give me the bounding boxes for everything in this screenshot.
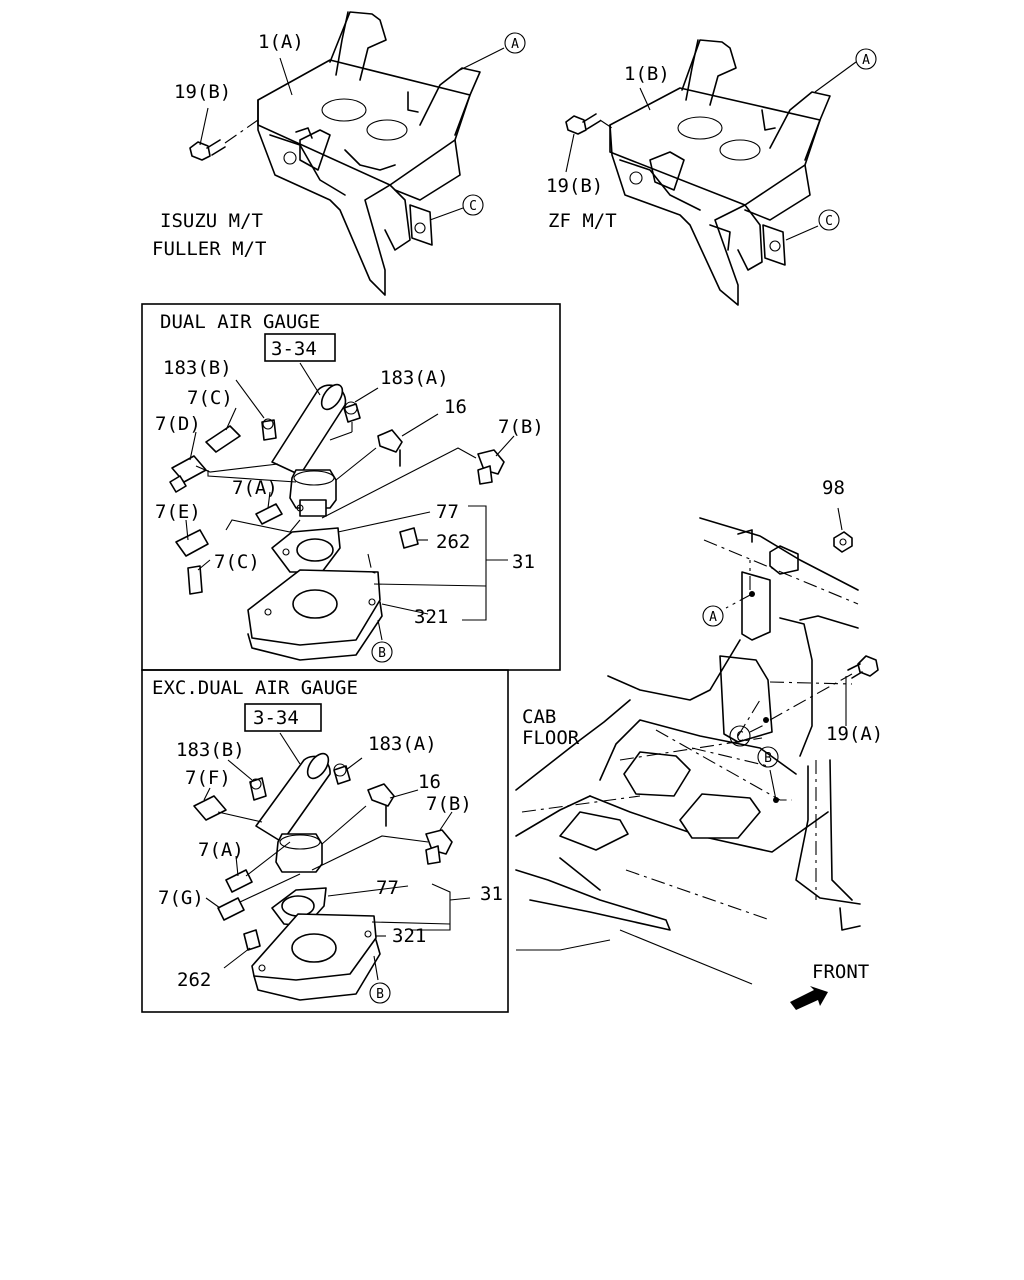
exc-7a: 7(A) bbox=[198, 839, 244, 861]
labels: 1(A) 19(B) ISUZU M/T FULLER M/T 1(B) 19(… bbox=[152, 31, 883, 991]
dual-ref-box: 3-34 bbox=[271, 338, 317, 360]
exc-ref-box: 3-34 bbox=[253, 707, 299, 729]
dual-gauge-assembly bbox=[169, 333, 515, 661]
dual-183b: 183(B) bbox=[163, 357, 232, 379]
note-fuller: FULLER M/T bbox=[152, 238, 266, 260]
dual-7e: 7(E) bbox=[155, 501, 201, 523]
dual-262: 262 bbox=[436, 531, 470, 553]
dual-7b: 7(B) bbox=[498, 416, 544, 438]
exc-dual-air-gauge-panel bbox=[141, 669, 509, 1013]
exc-16: 16 bbox=[418, 771, 441, 793]
exc-31: 31 bbox=[480, 883, 503, 905]
ref-a-right: A bbox=[862, 53, 870, 68]
label-1b: 1(B) bbox=[624, 63, 670, 85]
label-19a: 19(A) bbox=[826, 723, 883, 745]
exc-7b: 7(B) bbox=[426, 793, 472, 815]
label-19b-right: 19(B) bbox=[546, 175, 603, 197]
label-98: 98 bbox=[822, 477, 845, 499]
ref-c-left: C bbox=[469, 199, 477, 214]
dual-31: 31 bbox=[512, 551, 535, 573]
note-isuzu: ISUZU M/T bbox=[160, 210, 263, 232]
ref-b-cab: B bbox=[764, 751, 772, 766]
exc-183b: 183(B) bbox=[176, 739, 245, 761]
label-cab: CAB bbox=[522, 706, 556, 728]
label-floor: FLOOR bbox=[522, 727, 580, 749]
dual-7c-bot: 7(C) bbox=[214, 551, 260, 573]
exc-77: 77 bbox=[376, 877, 399, 899]
ref-b-exc: B bbox=[376, 987, 384, 1002]
exc-183a: 183(A) bbox=[368, 733, 437, 755]
ref-a-left: A bbox=[511, 37, 519, 52]
note-zf: ZF M/T bbox=[548, 210, 617, 232]
bracket-1b bbox=[565, 39, 857, 306]
ref-b-dual: B bbox=[378, 646, 386, 661]
dual-7c-top: 7(C) bbox=[187, 387, 233, 409]
exc-title: EXC.DUAL AIR GAUGE bbox=[152, 677, 358, 699]
circled-refs: A C A C B B A C B bbox=[369, 32, 877, 1004]
exc-321: 321 bbox=[392, 925, 426, 947]
dual-77: 77 bbox=[436, 501, 459, 523]
ref-c-right: C bbox=[825, 214, 833, 229]
dual-7a: 7(A) bbox=[232, 477, 278, 499]
dual-183a: 183(A) bbox=[380, 367, 449, 389]
ref-c-cab: C bbox=[736, 730, 744, 745]
ref-a-cab: A bbox=[709, 610, 717, 625]
exc-7g: 7(G) bbox=[158, 887, 204, 909]
bracket-1a bbox=[189, 11, 505, 296]
dual-title: DUAL AIR GAUGE bbox=[160, 311, 320, 333]
label-19b-left: 19(B) bbox=[174, 81, 231, 103]
label-front: FRONT bbox=[812, 961, 869, 983]
dual-16: 16 bbox=[444, 396, 467, 418]
label-1a: 1(A) bbox=[258, 31, 304, 53]
exc-7f: 7(F) bbox=[185, 767, 231, 789]
cab-floor bbox=[515, 507, 879, 1010]
dual-7d: 7(D) bbox=[155, 413, 201, 435]
exc-gauge-assembly bbox=[193, 703, 471, 1001]
dual-321: 321 bbox=[414, 606, 448, 628]
exc-262: 262 bbox=[177, 969, 211, 991]
